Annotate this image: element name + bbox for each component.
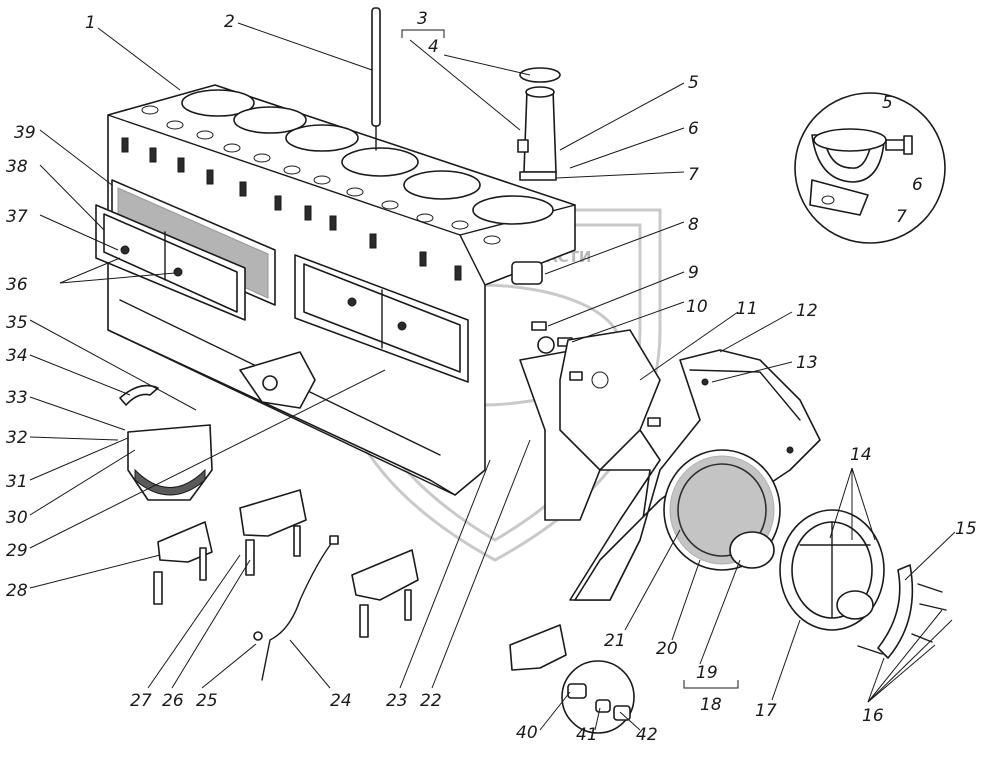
inset-callout-7: 7 — [896, 207, 907, 227]
center-bearing-cap — [239, 489, 307, 576]
callout-40: 40 — [516, 723, 538, 743]
oil-seal-housing — [779, 509, 885, 631]
callout-10: 10 — [686, 297, 708, 317]
callout-15: 15 — [955, 519, 977, 539]
rear-bearing-cap — [153, 521, 213, 605]
callout-27: 27 — [130, 691, 152, 711]
camshaft-boss — [239, 351, 316, 409]
inset-detail-clamp — [794, 92, 946, 244]
cover-bolts — [857, 583, 947, 655]
callout-6: 6 — [688, 119, 699, 139]
callout-21: 21 — [604, 631, 626, 651]
callout-23: 23 — [386, 691, 408, 711]
callout-24: 24 — [330, 691, 352, 711]
callout-41: 41 — [576, 725, 598, 745]
callout-22: 22 — [420, 691, 442, 711]
small-plugs — [511, 261, 573, 354]
callout-30: 30 — [6, 508, 28, 528]
main-bearing-cap — [127, 424, 213, 501]
dipstick-tube — [371, 7, 381, 151]
callout-12: 12 — [796, 301, 818, 321]
callout-19: 19 — [696, 663, 718, 683]
callout-39: 39 — [14, 123, 36, 143]
callout-14: 14 — [850, 445, 872, 465]
cylinder-bores — [181, 89, 554, 225]
callout-25: 25 — [196, 691, 218, 711]
gasket-ring — [663, 449, 781, 571]
callout-33: 33 — [6, 388, 28, 408]
callout-18: 18 — [700, 695, 722, 715]
callout-13: 13 — [796, 353, 818, 373]
inset-callout-6: 6 — [912, 175, 923, 195]
oil-filler-assembly — [517, 67, 561, 181]
callout-31: 31 — [6, 472, 28, 492]
callout-34: 34 — [6, 346, 28, 366]
callout-9: 9 — [688, 263, 699, 283]
oil-pipe — [253, 535, 339, 681]
plug-fittings-detail — [509, 624, 635, 734]
callout-11: 11 — [736, 299, 758, 319]
callout-labels: 1 2 3 4 5 6 7 8 9 10 11 12 13 14 15 16 1… — [6, 9, 977, 745]
leader-lines — [29, 22, 956, 731]
bearing-shell — [119, 384, 159, 406]
rear-engine-plate — [519, 329, 661, 601]
callout-28: 28 — [6, 581, 28, 601]
callout-16: 16 — [862, 706, 884, 726]
callout-3: 3 — [417, 9, 428, 29]
callout-5: 5 — [688, 73, 699, 93]
callout-29: 29 — [6, 541, 28, 561]
callout-1: 1 — [85, 13, 96, 33]
callout-17: 17 — [755, 701, 777, 721]
callout-20: 20 — [656, 639, 678, 659]
callout-7: 7 — [688, 165, 699, 185]
callout-35: 35 — [6, 313, 28, 333]
water-holes — [141, 105, 501, 245]
callout-32: 32 — [6, 428, 28, 448]
callout-8: 8 — [688, 215, 699, 235]
callout-42: 42 — [636, 725, 658, 745]
callout-38: 38 — [6, 157, 28, 177]
callout-36: 36 — [6, 275, 28, 295]
callout-4: 4 — [428, 37, 439, 57]
half-ring-cover — [877, 564, 914, 659]
callout-2: 2 — [224, 12, 235, 32]
side-slots — [121, 137, 462, 281]
side-cover-plates — [95, 179, 469, 383]
inset-callout-5: 5 — [882, 93, 893, 113]
front-bearing-cap — [351, 549, 419, 638]
callout-37: 37 — [6, 207, 28, 227]
callout-26: 26 — [162, 691, 184, 711]
